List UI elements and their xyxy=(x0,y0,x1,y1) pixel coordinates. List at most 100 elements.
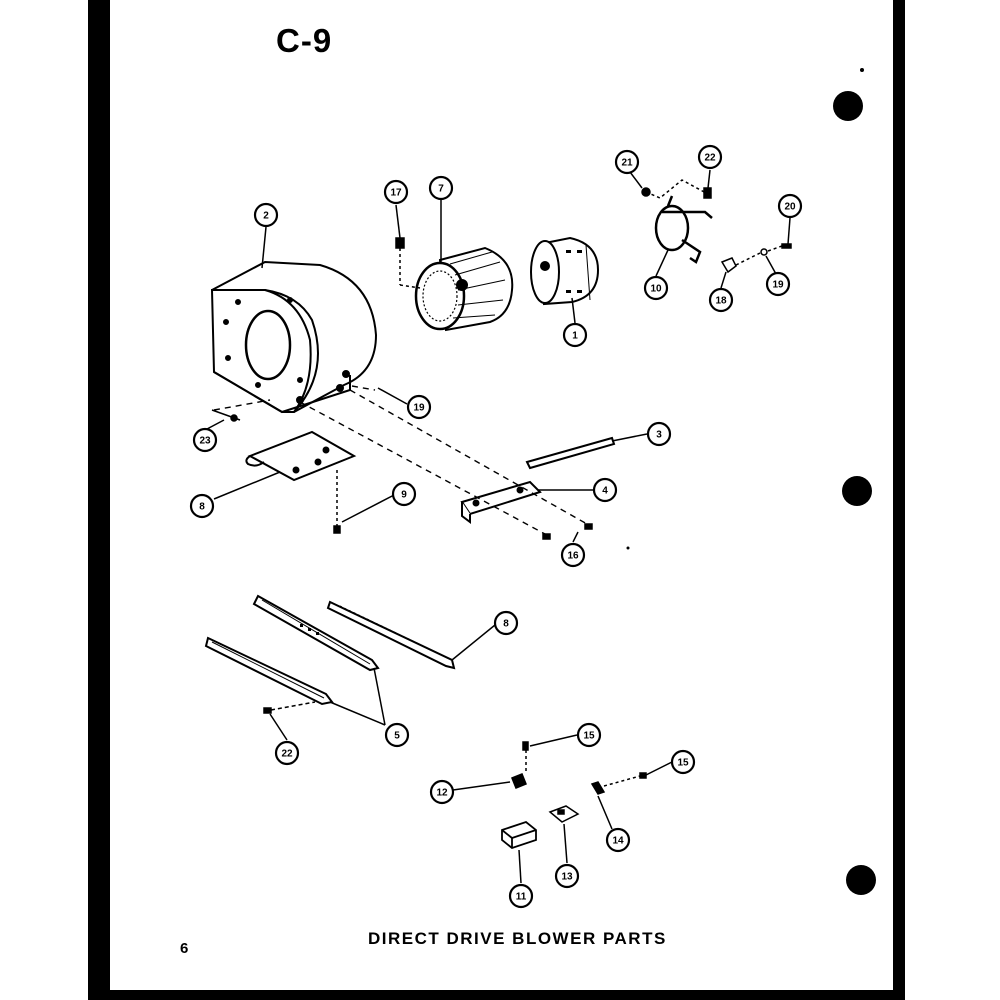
clip-part-14 xyxy=(590,772,647,795)
terminal-bracket-part xyxy=(511,741,529,789)
callout-circle xyxy=(493,610,519,636)
callout-c23: 23 xyxy=(192,427,218,453)
callout-label: 22 xyxy=(704,153,716,164)
callout-label: 22 xyxy=(281,749,293,760)
callout-circle xyxy=(428,175,454,201)
callout-circle xyxy=(406,394,432,420)
flat-strip-part-3 xyxy=(525,436,616,470)
wheel-set-screw xyxy=(395,237,421,289)
callout-label: 21 xyxy=(621,158,633,169)
callout-label: 16 xyxy=(567,551,579,562)
callout-label: 5 xyxy=(394,731,400,742)
callout-c22a: 22 xyxy=(697,144,723,170)
callout-circle xyxy=(697,144,723,170)
callout-circle xyxy=(646,421,672,447)
callout-c5: 5 xyxy=(384,722,410,748)
callout-label: 18 xyxy=(715,296,727,307)
callout-c13: 13 xyxy=(554,863,580,889)
callout-c12: 12 xyxy=(429,779,455,805)
callout-label: 1 xyxy=(572,331,578,342)
callout-leaders xyxy=(206,169,791,884)
callout-circle xyxy=(708,287,734,313)
mount-band-fasteners xyxy=(641,179,712,199)
callout-circle xyxy=(192,427,218,453)
callout-c2: 2 xyxy=(253,202,279,228)
callout-circle xyxy=(554,863,580,889)
callout-circle xyxy=(777,193,803,219)
callout-c3: 3 xyxy=(646,421,672,447)
callout-circle xyxy=(274,740,300,766)
callout-label: 9 xyxy=(401,490,407,501)
callout-c16: 16 xyxy=(560,542,586,568)
callout-label: 4 xyxy=(602,486,608,497)
callout-circle xyxy=(592,477,618,503)
callout-c7: 7 xyxy=(428,175,454,201)
alignment-lines xyxy=(213,385,588,535)
bracket-screws-16 xyxy=(542,523,593,540)
binder-hole-bottom xyxy=(846,865,876,895)
capacitor-part xyxy=(501,820,537,850)
callout-c17: 17 xyxy=(383,179,409,205)
callout-circle xyxy=(643,275,669,301)
callout-label: 3 xyxy=(656,430,662,441)
speck xyxy=(860,68,864,72)
diagram-caption: DIRECT DRIVE BLOWER PARTS xyxy=(368,929,667,948)
callout-c9: 9 xyxy=(391,481,417,507)
callout-label: 8 xyxy=(503,619,509,630)
callout-c1: 1 xyxy=(562,322,588,348)
page-number: 6 xyxy=(180,940,189,957)
callout-label: 8 xyxy=(199,502,205,513)
blower-motor-part xyxy=(530,236,600,306)
callout-label: 10 xyxy=(650,284,662,295)
callout-circle xyxy=(670,749,696,775)
page-frame-bottom xyxy=(88,990,905,1000)
page-frame-right xyxy=(893,0,905,1000)
callout-circle xyxy=(576,722,602,748)
callout-label: 19 xyxy=(413,403,425,414)
callout-c6: 8 xyxy=(189,493,215,519)
blower-housing-part xyxy=(210,260,378,414)
callout-c18: 18 xyxy=(708,287,734,313)
callout-label: 7 xyxy=(438,184,444,195)
motor-mount-band-part xyxy=(654,195,713,264)
callout-c15b: 15 xyxy=(670,749,696,775)
callout-label: 23 xyxy=(199,436,211,447)
callout-c15a: 15 xyxy=(576,722,602,748)
callout-label: 15 xyxy=(677,758,689,769)
housing-screw-23 xyxy=(211,409,241,422)
callout-label: 20 xyxy=(784,202,796,213)
callout-circle xyxy=(189,493,215,519)
callout-label: 15 xyxy=(583,731,595,742)
callout-c10: 10 xyxy=(643,275,669,301)
motor-bolt-hardware xyxy=(720,243,792,274)
callout-circle xyxy=(429,779,455,805)
callout-circle xyxy=(508,883,534,909)
callout-c14: 14 xyxy=(605,827,631,853)
callout-c8a: 8 xyxy=(493,610,519,636)
wire-clip-part xyxy=(548,805,580,823)
callout-c20: 20 xyxy=(777,193,803,219)
callout-circle xyxy=(384,722,410,748)
callout-label: 11 xyxy=(516,892,527,903)
plate-screw-9 xyxy=(333,470,341,534)
blower-wheel-part xyxy=(414,246,514,332)
callout-circle xyxy=(383,179,409,205)
callout-label: 13 xyxy=(561,872,573,883)
callout-circle xyxy=(560,542,586,568)
callout-c21: 21 xyxy=(614,149,640,175)
binder-hole-middle xyxy=(842,476,872,506)
callout-label: 19 xyxy=(772,280,784,291)
callout-c4: 4 xyxy=(592,477,618,503)
rail-screw-22 xyxy=(263,701,316,714)
mounting-plate-part xyxy=(245,430,357,482)
callout-circle xyxy=(614,149,640,175)
speck xyxy=(626,546,630,550)
callout-circle xyxy=(391,481,417,507)
angle-bracket-part-4 xyxy=(460,480,542,524)
callout-circle xyxy=(562,322,588,348)
callout-c19b: 19 xyxy=(765,271,791,297)
callout-circle xyxy=(765,271,791,297)
page-frame-left xyxy=(88,0,110,1000)
